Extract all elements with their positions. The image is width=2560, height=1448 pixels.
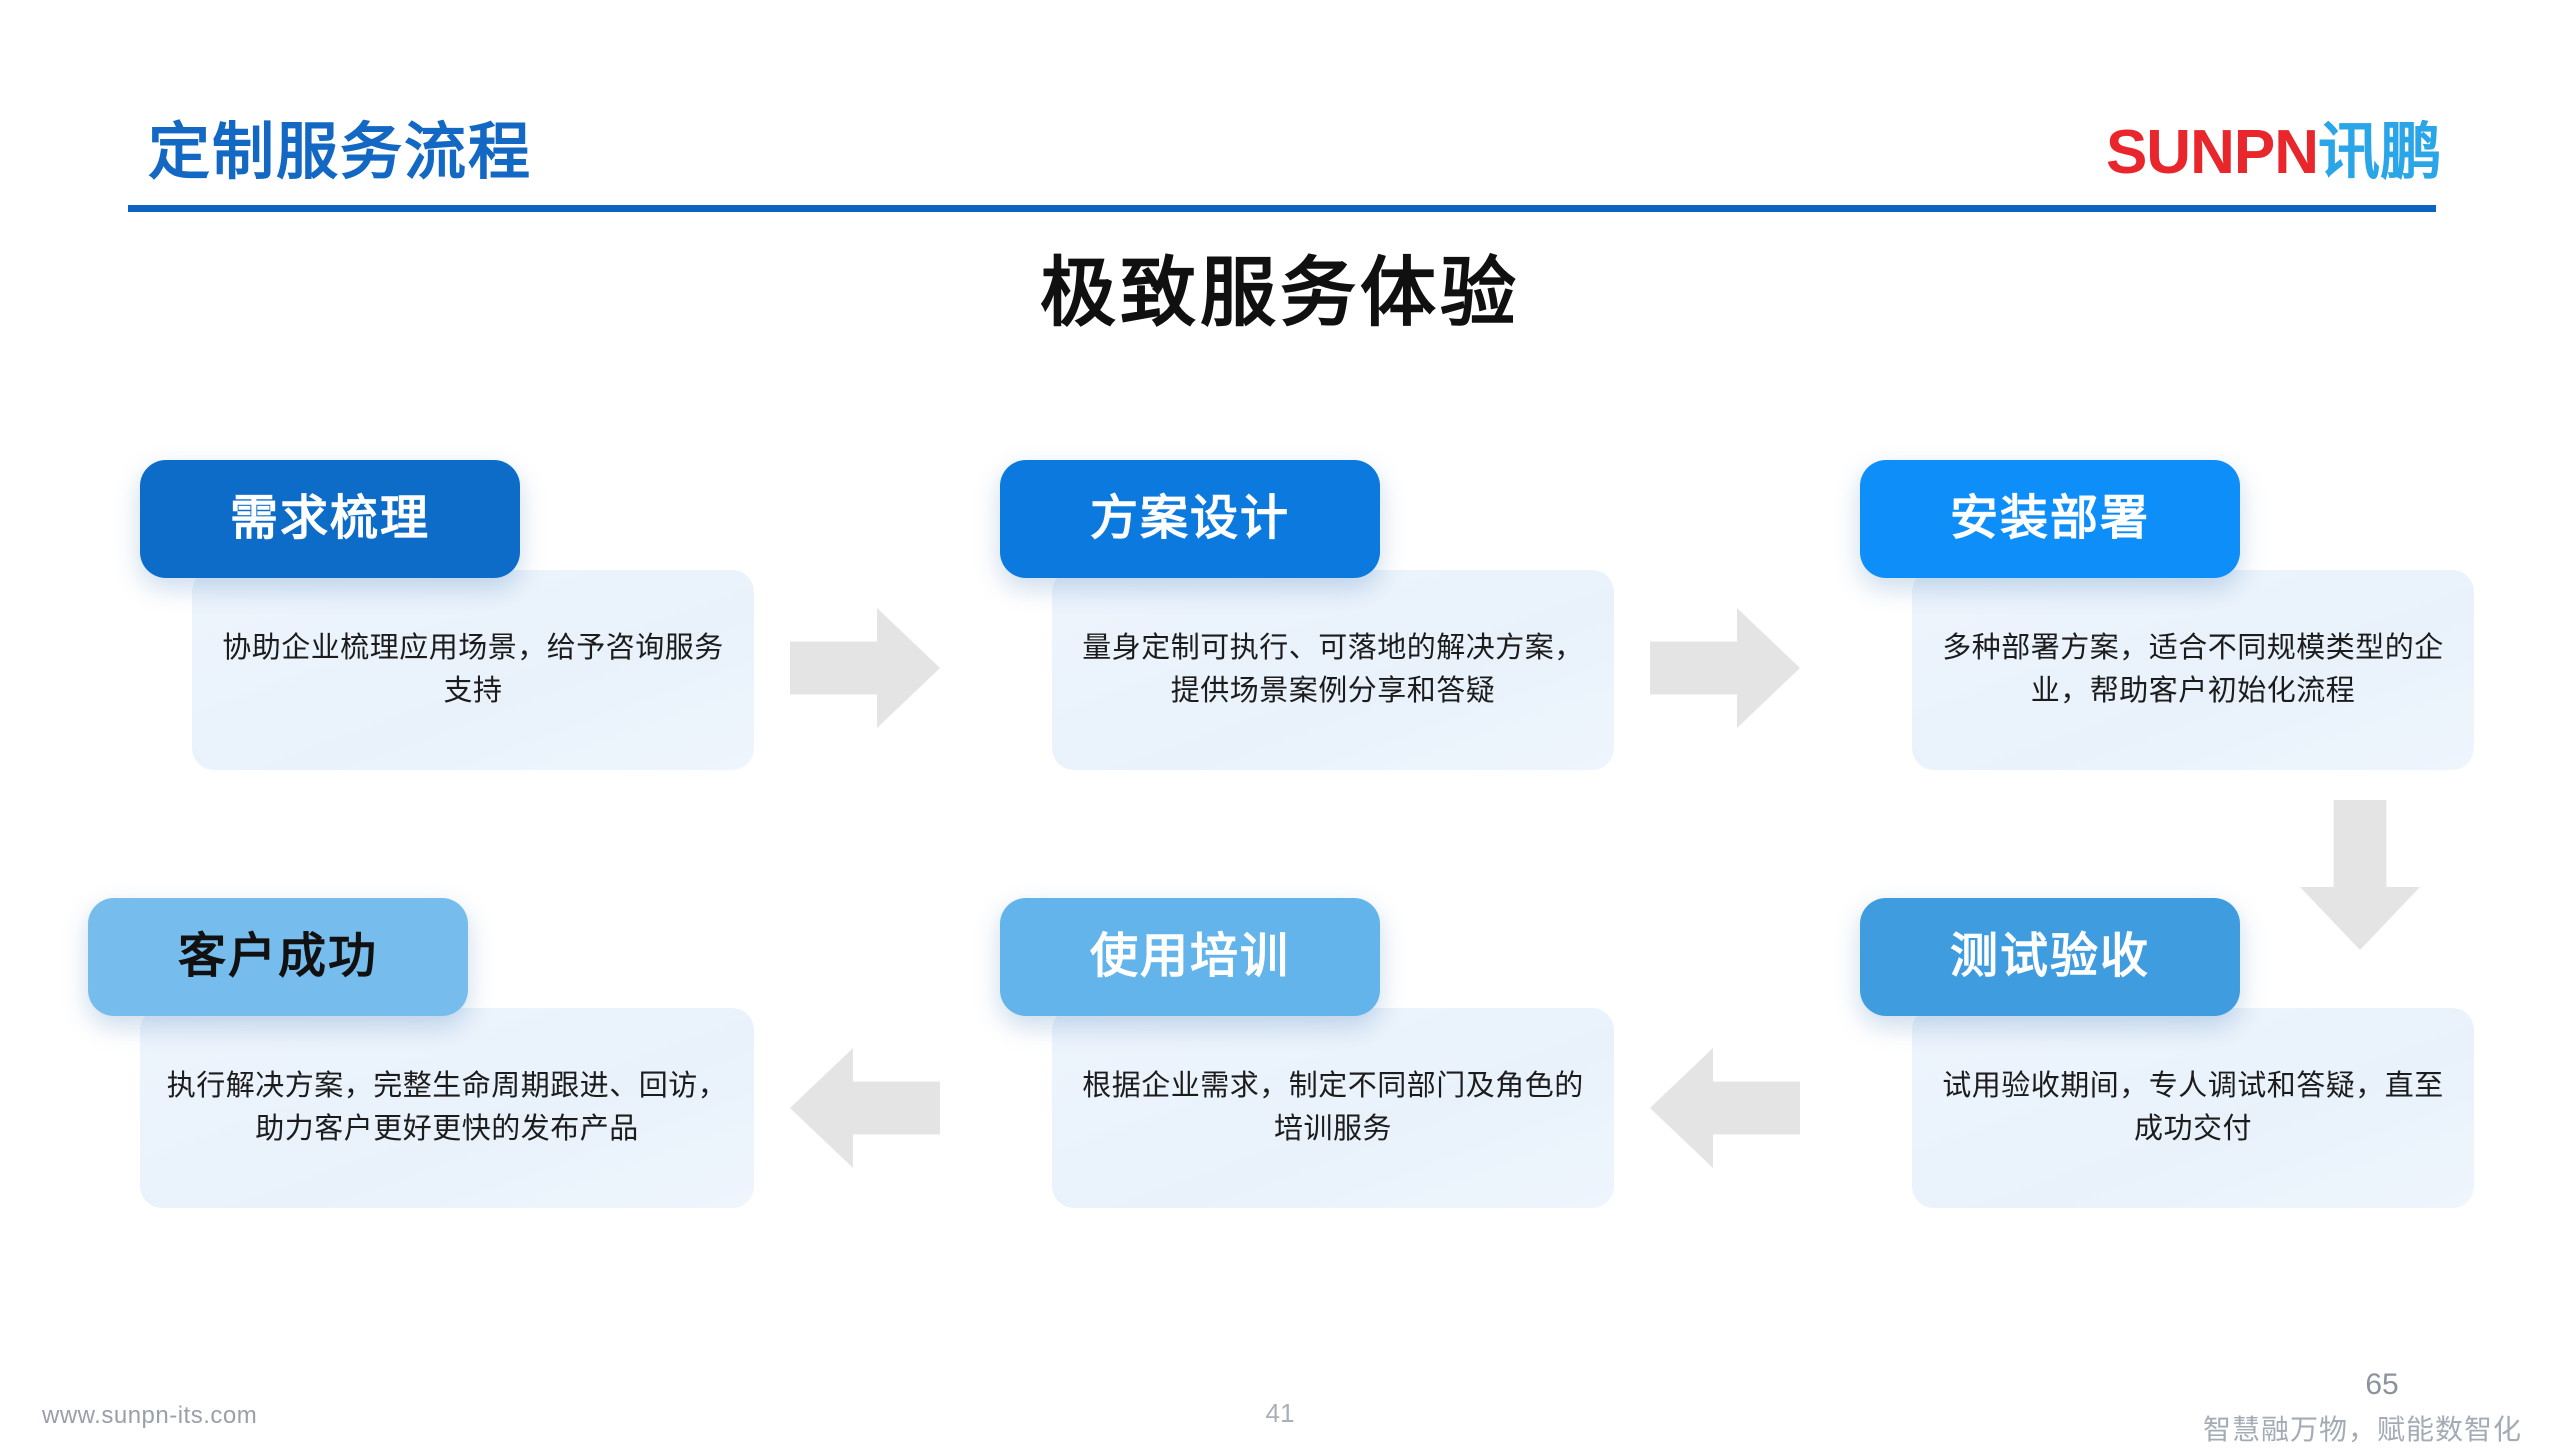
flow-card-label: 安装部署: [1949, 492, 2150, 545]
flow-card-description: 协助企业梳理应用场景，给予咨询服务支持: [222, 631, 724, 708]
flow-card-body: 多种部署方案，适合不同规模类型的企业，帮助客户初始化流程: [1912, 570, 2474, 770]
arrow-right-icon: [790, 608, 940, 728]
flow-card-body: 量身定制可执行、可落地的解决方案，提供场景案例分享和答疑: [1052, 570, 1614, 770]
flow-card-customer-success[interactable]: 执行解决方案，完整生命周期跟进、回访，助力客户更好更快的发布产品 客户成功: [88, 898, 754, 1208]
flow-card-header[interactable]: 使用培训: [1000, 898, 1380, 1016]
flow-card-label: 测试验收: [1949, 930, 2150, 983]
flow-card-requirement[interactable]: 协助企业梳理应用场景，给予咨询服务支持 需求梳理: [140, 460, 754, 770]
footer-website[interactable]: www.sunpn-its.com: [42, 1402, 258, 1429]
flow-card-header[interactable]: 安装部署: [1860, 460, 2240, 578]
flow-card-description: 根据企业需求，制定不同部门及角色的培训服务: [1082, 1069, 1584, 1146]
flow-card-body: 协助企业梳理应用场景，给予咨询服务支持: [192, 570, 754, 770]
flow-card-training[interactable]: 根据企业需求，制定不同部门及角色的培训服务 使用培训: [1000, 898, 1614, 1208]
flow-card-body: 执行解决方案，完整生命周期跟进、回访，助力客户更好更快的发布产品: [140, 1008, 754, 1208]
flow-card-description: 量身定制可执行、可落地的解决方案，提供场景案例分享和答疑: [1082, 631, 1584, 708]
flow-card-label: 方案设计: [1089, 492, 1290, 545]
flow-card-header[interactable]: 需求梳理: [140, 460, 520, 578]
arrow-right-icon: [1650, 608, 1800, 728]
arrow-left-icon: [1650, 1048, 1800, 1168]
flow-card-label: 需求梳理: [229, 492, 430, 545]
flow-card-body: 根据企业需求，制定不同部门及角色的培训服务: [1052, 1008, 1614, 1208]
flow-card-installation[interactable]: 多种部署方案，适合不同规模类型的企业，帮助客户初始化流程 安装部署: [1860, 460, 2474, 770]
flow-card-testing-acceptance[interactable]: 试用验收期间，专人调试和答疑，直至成功交付 测试验收: [1860, 898, 2474, 1208]
flow-card-label: 客户成功: [177, 930, 378, 983]
flow-card-body: 试用验收期间，专人调试和答疑，直至成功交付: [1912, 1008, 2474, 1208]
flow-card-header[interactable]: 客户成功: [88, 898, 468, 1016]
flow-card-description: 执行解决方案，完整生命周期跟进、回访，助力客户更好更快的发布产品: [166, 1069, 728, 1146]
slide-header: 定制服务流程 SUNPN讯鹏: [0, 0, 2560, 212]
brand-logo-cn: 讯鹏: [2317, 118, 2442, 187]
flow-card-description: 试用验收期间，专人调试和答疑，直至成功交付: [1942, 1069, 2444, 1146]
footer-slide-count: 65: [2365, 1368, 2399, 1401]
header-divider: [128, 205, 2436, 212]
arrow-left-icon: [790, 1048, 940, 1168]
flow-card-description: 多种部署方案，适合不同规模类型的企业，帮助客户初始化流程: [1942, 631, 2444, 708]
flow-card-label: 使用培训: [1089, 930, 1290, 983]
page-title: 定制服务流程: [148, 118, 533, 187]
flow-card-solution-design[interactable]: 量身定制可执行、可落地的解决方案，提供场景案例分享和答疑 方案设计: [1000, 460, 1614, 770]
flow-card-header[interactable]: 测试验收: [1860, 898, 2240, 1016]
footer-page-number: 41: [1265, 1398, 1295, 1428]
main-heading: 极致服务体验: [1040, 251, 1520, 336]
brand-logo-en: SUNPN: [2105, 118, 2319, 187]
brand-logo: SUNPN讯鹏: [2106, 122, 2442, 184]
flow-card-header[interactable]: 方案设计: [1000, 460, 1380, 578]
footer-slogan: 智慧融万物，赋能数智化: [2202, 1414, 2522, 1445]
